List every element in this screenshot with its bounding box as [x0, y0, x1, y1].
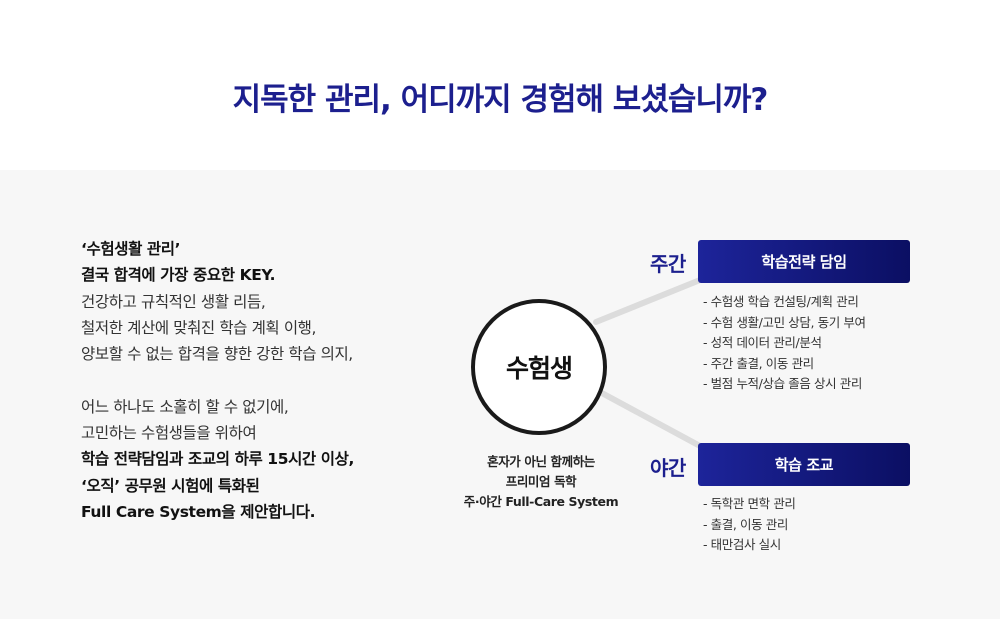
connector-night — [597, 389, 703, 449]
list-item: - 태만검사 실시 — [703, 537, 781, 552]
intro-line-10: Full Care System을 제안합니다. — [81, 502, 316, 521]
caption-line-1: 혼자가 아닌 함께하는 — [487, 454, 595, 469]
night-duties-list: - 독학관 면학 관리 - 출결, 이동 관리 - 태만검사 실시 — [703, 494, 796, 556]
list-item: - 벌점 누적/상습 졸음 상시 관리 — [703, 376, 862, 391]
day-box: 학습전략 담임 — [698, 240, 910, 283]
center-caption: 혼자가 아닌 함께하는 프리미엄 독학 주·야간 Full-Care Syste… — [459, 452, 623, 512]
page-title: 지독한 관리, 어디까지 경험해 보셨습니까? — [232, 82, 769, 118]
intro-line-5: 양보할 수 없는 합격을 향한 강한 학습 의지, — [81, 345, 353, 364]
list-item: - 수험생 학습 컨설팅/계획 관리 — [703, 294, 859, 309]
night-label: 야간 — [650, 456, 686, 480]
intro-line-2: 결국 합격에 가장 중요한 KEY. — [81, 266, 276, 285]
list-item: - 주간 출결, 이동 관리 — [703, 355, 814, 371]
intro-line-1: ‘수험생활 관리’ — [81, 240, 181, 258]
intro-line-6: 어느 하나도 소홀히 할 수 없기에, — [81, 397, 289, 416]
student-label: 수험생 — [505, 354, 573, 383]
list-item: - 수험 생활/고민 상담, 동기 부여 — [703, 314, 866, 330]
list-item: - 성적 데이터 관리/분석 — [703, 335, 822, 350]
intro-text: ‘수험생활 관리’ 결국 합격에 가장 중요한 KEY. 건강하고 규칙적인 생… — [81, 236, 461, 525]
day-label: 주간 — [650, 252, 686, 276]
intro-line-8: 학습 전략담임과 조교의 하루 15시간 이상, — [81, 450, 355, 469]
list-item: - 출결, 이동 관리 — [703, 516, 789, 532]
intro-line-4: 철저한 계산에 맞춰진 학습 계획 이행, — [81, 318, 317, 337]
intro-line-7: 고민하는 수험생들을 위하여 — [81, 424, 257, 443]
caption-line-3: 주·야간 Full-Care System — [463, 494, 619, 509]
student-circle: 수험생 — [471, 299, 607, 435]
intro-line-3: 건강하고 규칙적인 생활 리듬, — [81, 292, 266, 311]
connector-day — [593, 277, 703, 325]
day-duties-list: - 수험생 학습 컨설팅/계획 관리 - 수험 생활/고민 상담, 동기 부여 … — [703, 292, 866, 395]
caption-line-2: 프리미엄 독학 — [505, 474, 577, 489]
night-box: 학습 조교 — [698, 443, 910, 486]
list-item: - 독학관 면학 관리 — [703, 496, 796, 511]
intro-line-9: ‘오직’ 공무원 시험에 특화된 — [81, 476, 260, 495]
